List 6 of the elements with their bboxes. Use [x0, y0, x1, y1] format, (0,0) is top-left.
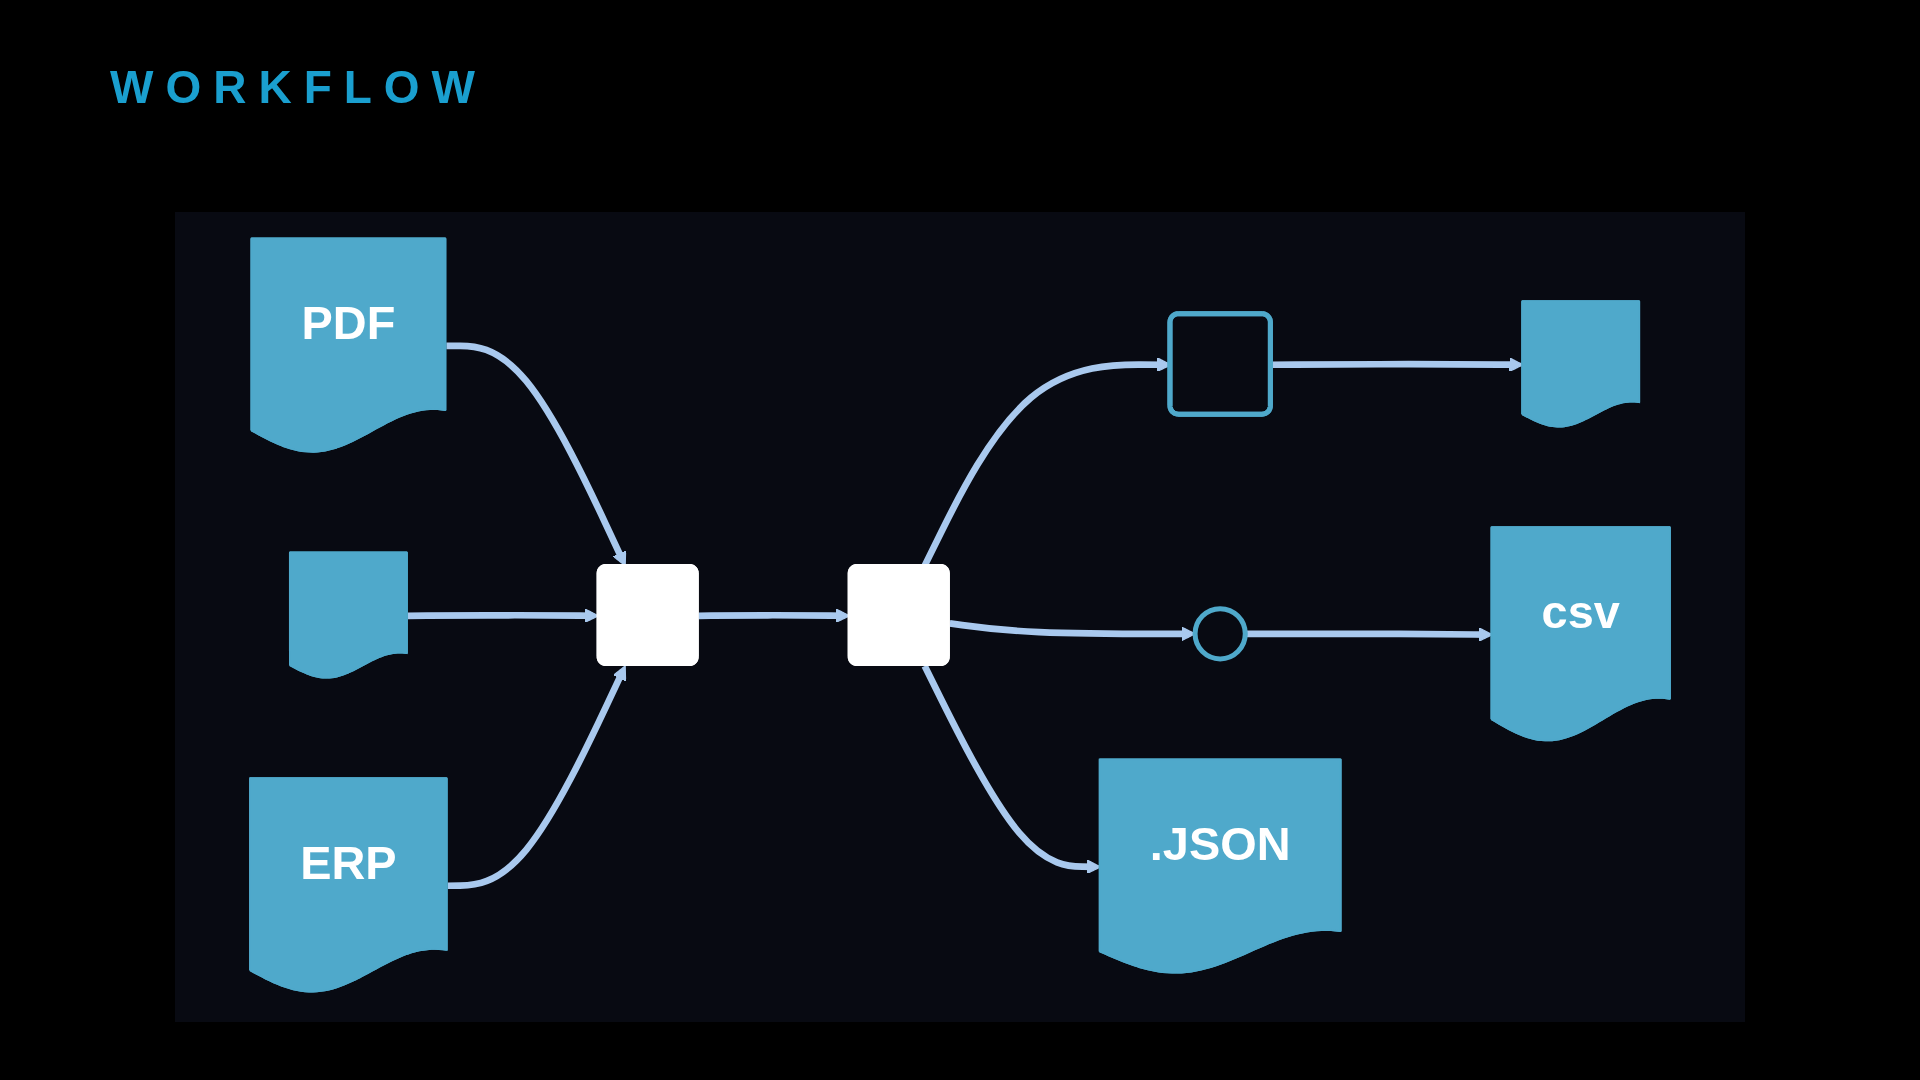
title: WORKFLOW	[110, 60, 488, 114]
diagram-panel: PDF ERP .JSON csv	[175, 212, 1745, 1022]
arrow	[1245, 627, 1493, 642]
node-magnifier	[1192, 606, 1248, 662]
arrow	[1271, 357, 1524, 373]
arrow	[447, 665, 627, 890]
